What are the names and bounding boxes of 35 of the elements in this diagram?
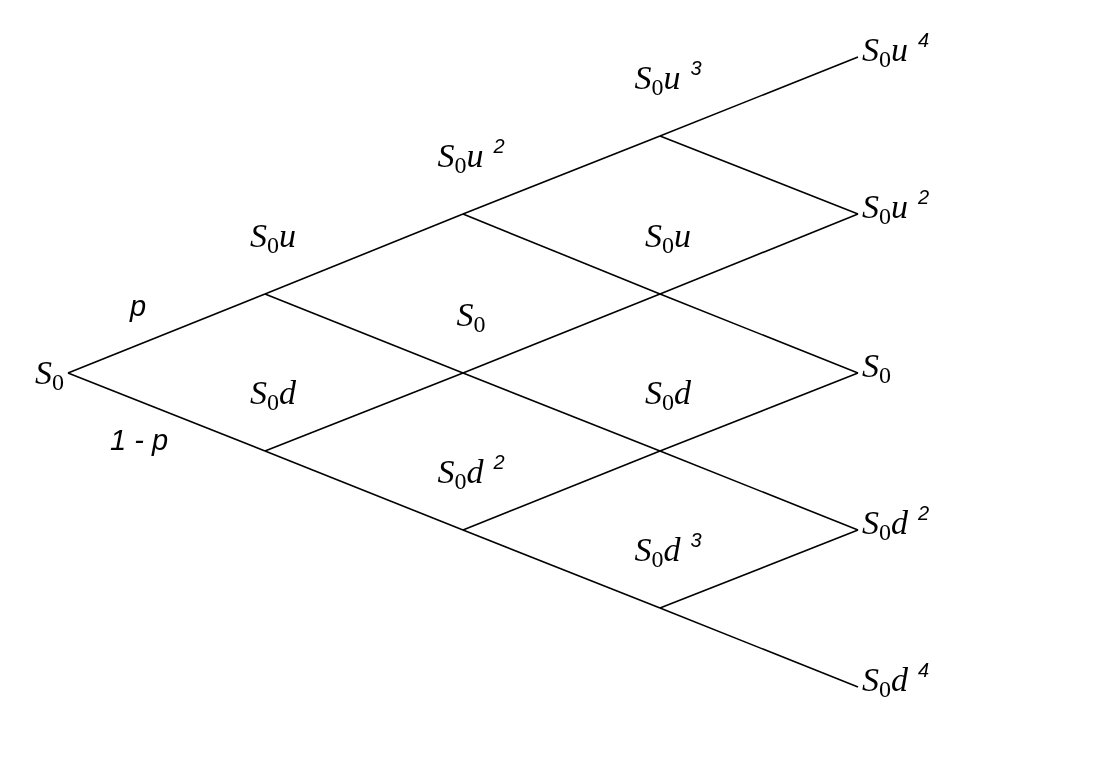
price-label: S$_{0}$ [456, 295, 486, 335]
tree-branch-line [264, 450, 464, 531]
price-label: S$_{0}$ [862, 346, 891, 386]
tree-branch-line [264, 293, 464, 374]
price-label: S$_{0}$d [250, 373, 296, 413]
tree-branch-line [462, 293, 661, 374]
tree-branch-line [659, 293, 859, 374]
tree-branch-line [659, 135, 859, 215]
tree-branch-line [659, 213, 859, 295]
price-label: S$_{0}$u$^{2}$ [437, 136, 505, 176]
tree-branch-line [264, 372, 464, 452]
tree-branch-line [659, 372, 859, 452]
tree-branch-line [67, 372, 266, 452]
tree-branch-line [264, 213, 464, 295]
price-label: S$_{0}$ [35, 353, 64, 393]
price-label: S$_{0}$d$^{2}$ [437, 452, 505, 492]
tree-branch-line [67, 293, 266, 374]
price-label: S$_{0}$u$^{2}$ [862, 187, 930, 227]
price-label: S$_{0}$u [645, 216, 691, 256]
price-label: S$_{0}$d$^{4}$ [862, 660, 930, 700]
price-label: S$_{0}$d [645, 373, 691, 413]
tree-branch-line [462, 135, 661, 215]
tree-branch-line [462, 450, 661, 531]
price-label: S$_{0}$u$^{3}$ [634, 58, 702, 98]
tree-branch-line [659, 529, 859, 609]
price-label: S$_{0}$u$^{4}$ [862, 30, 930, 70]
tree-branch-line [462, 213, 661, 295]
tree-branch-line [659, 607, 859, 688]
tree-branch-line [659, 56, 859, 137]
tree-branch-line [462, 529, 661, 609]
tree-branch-line [462, 372, 661, 452]
price-label: S$_{0}$d$^{3}$ [634, 530, 702, 570]
price-label: S$_{0}$d$^{2}$ [862, 503, 930, 543]
tree-branch-line [659, 450, 859, 531]
price-label: S$_{0}$u [250, 216, 296, 256]
